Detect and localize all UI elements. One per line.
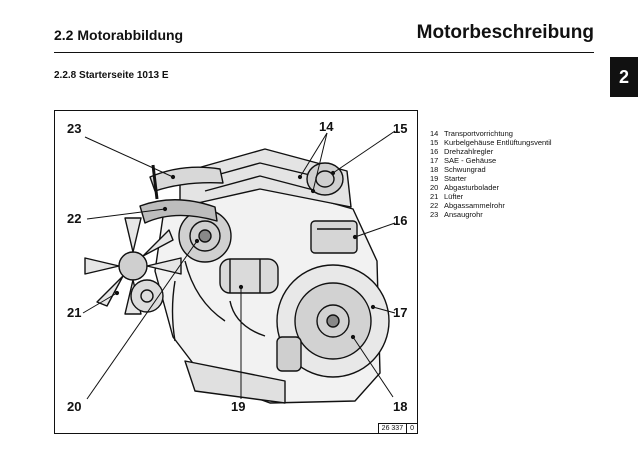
legend-number: 23 [430, 210, 439, 219]
callout-15: 15 [393, 121, 408, 136]
legend-label: Abgassammelrohr [444, 201, 505, 210]
legend-item: 22 Abgassammelrohr [430, 201, 552, 210]
callout-17: 17 [393, 305, 408, 320]
oil-filter [276, 336, 302, 372]
intake-manifold [149, 166, 224, 192]
legend-label: SAE - Gehäuse [444, 156, 497, 165]
section-title: 2.2 Motorabbildung [54, 27, 184, 43]
callout-22: 22 [67, 211, 82, 226]
legend-label: Kurbelgehäuse Entlüftungsventil [444, 138, 552, 147]
chapter-tab: 2 [610, 57, 638, 97]
callout-18: 18 [393, 399, 408, 414]
callout-20: 20 [67, 399, 82, 414]
legend-number: 21 [430, 192, 439, 201]
callout-16: 16 [393, 213, 408, 228]
legend-label: Schwungrad [444, 165, 486, 174]
callout-23: 23 [67, 121, 82, 136]
legend-label: Ansaugrohr [444, 210, 483, 219]
legend-item: 16 Drehzahlregler [430, 147, 552, 156]
oil-pan [184, 360, 286, 404]
figure-number: 26 337 [381, 425, 404, 432]
subsection-title: 2.2.8 Starterseite 1013 E [54, 70, 169, 81]
legend-label: Starter [444, 174, 467, 183]
exhaust-manifold [139, 199, 218, 224]
legend-item: 23 Ansaugrohr [430, 210, 552, 219]
starter [219, 258, 279, 294]
callout-21: 21 [67, 305, 82, 320]
legend-item: 20 Abgasturbolader [430, 183, 552, 192]
legend-label: Lüfter [444, 192, 464, 201]
legend-number: 22 [430, 201, 439, 210]
legend-number: 20 [430, 183, 439, 192]
parts-legend: 14 Transportvorrichtung 15 Kurbelgehäuse E… [430, 129, 552, 219]
legend-item: 18 Schwungrad [430, 165, 552, 174]
legend-number: 14 [430, 129, 439, 138]
legend-number: 18 [430, 165, 439, 174]
legend-number: 19 [430, 174, 439, 183]
legend-item: 15 Kurbelgehäuse Entlüftungsventil [430, 138, 552, 147]
legend-item: 14 Transportvorrichtung [430, 129, 552, 138]
legend-label: Abgasturbolader [444, 183, 500, 192]
chapter-title: Motorbeschreibung [416, 22, 594, 43]
legend-item: 17 SAE - Gehäuse [430, 156, 552, 165]
callout-19: 19 [231, 399, 246, 414]
callout-14: 14 [319, 119, 334, 134]
governor [310, 220, 358, 254]
header-divider [54, 52, 594, 53]
vent-valve [306, 162, 344, 196]
engine-drawing [82, 130, 396, 404]
legend-label: Transportvorrichtung [444, 129, 513, 138]
legend-label: Drehzahlregler [444, 147, 494, 156]
fan [84, 217, 182, 315]
legend-number: 15 [430, 138, 439, 147]
legend-number: 16 [430, 147, 439, 156]
legend-number: 17 [430, 156, 439, 165]
figure-suffix: 0 [406, 424, 417, 433]
legend-item: 19 Starter [430, 174, 552, 183]
engine-figure: 23 14 15 22 16 21 17 20 19 18 26 337 0 [54, 110, 418, 434]
legend-item: 21 Lüfter [430, 192, 552, 201]
figure-id: 26 337 0 [377, 423, 417, 433]
